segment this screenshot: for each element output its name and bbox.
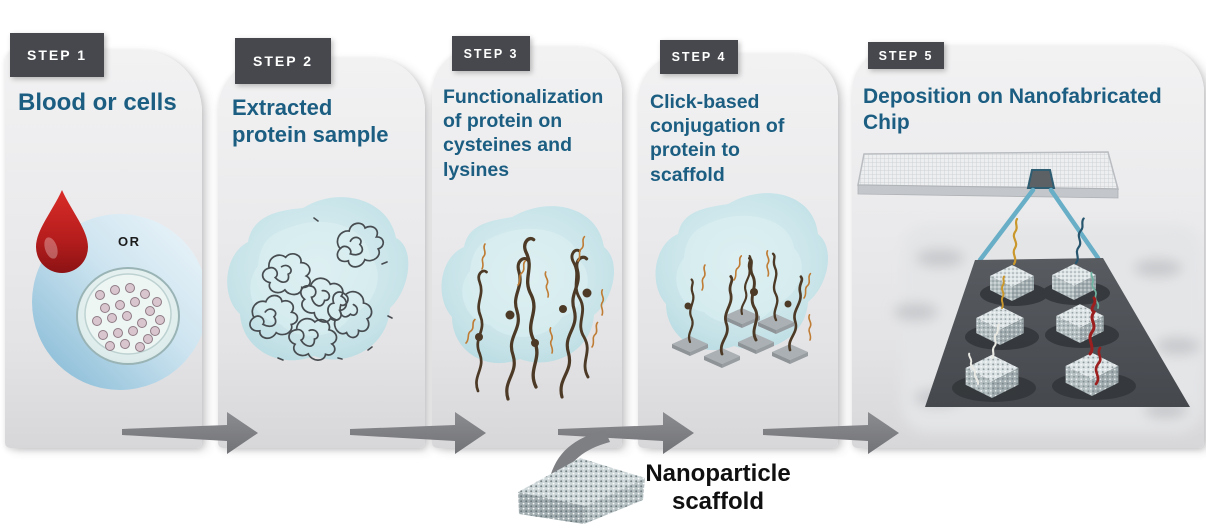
- step-badge-1: STEP 1: [10, 33, 104, 77]
- petri-dish-icon: [76, 267, 180, 365]
- blood-drop-icon: [36, 190, 88, 273]
- step-card-2: [218, 58, 425, 448]
- conjugated-proteins-illustration: [655, 193, 829, 368]
- nanoparticle-scaffold-label: Nanoparticle scaffold: [598, 460, 838, 515]
- scaffold-label-line2: scaffold: [671, 487, 764, 515]
- platform-zoom-illustration: [925, 217, 1190, 407]
- blood-or-cells-illustration: [32, 190, 202, 390]
- step-card-4: [638, 54, 838, 448]
- step-badge-2: STEP 2: [235, 38, 331, 84]
- scaffold-label-line1: Nanoparticle: [645, 460, 791, 487]
- step-title-4: Click-based conjugation of protein to sc…: [650, 91, 785, 186]
- chip-sample-site: [1026, 169, 1056, 189]
- extracted-proteins-illustration: [227, 197, 409, 368]
- step-badge-5: STEP 5: [868, 42, 944, 69]
- or-label: OR: [118, 234, 141, 249]
- step-badge-4: STEP 4: [660, 40, 738, 74]
- step-title-5: Deposition on Nanofabricated Chip: [863, 85, 1162, 135]
- chip-deposition-illustration: [857, 151, 1202, 432]
- step-badge-3: STEP 3: [452, 36, 530, 71]
- step-card-1: OR: [5, 50, 202, 448]
- step-title-1: Blood or cells: [18, 89, 177, 116]
- step-card-5: [852, 46, 1204, 448]
- step-title-2: Extracted protein sample: [232, 95, 389, 148]
- nanofabricated-chip-icon: [857, 151, 1119, 199]
- functionalized-proteins-illustration: [441, 206, 615, 402]
- step-title-3: Functionalization of protein on cysteine…: [443, 86, 604, 181]
- zoom-lines: [977, 187, 1101, 263]
- step-card-3: [432, 47, 622, 448]
